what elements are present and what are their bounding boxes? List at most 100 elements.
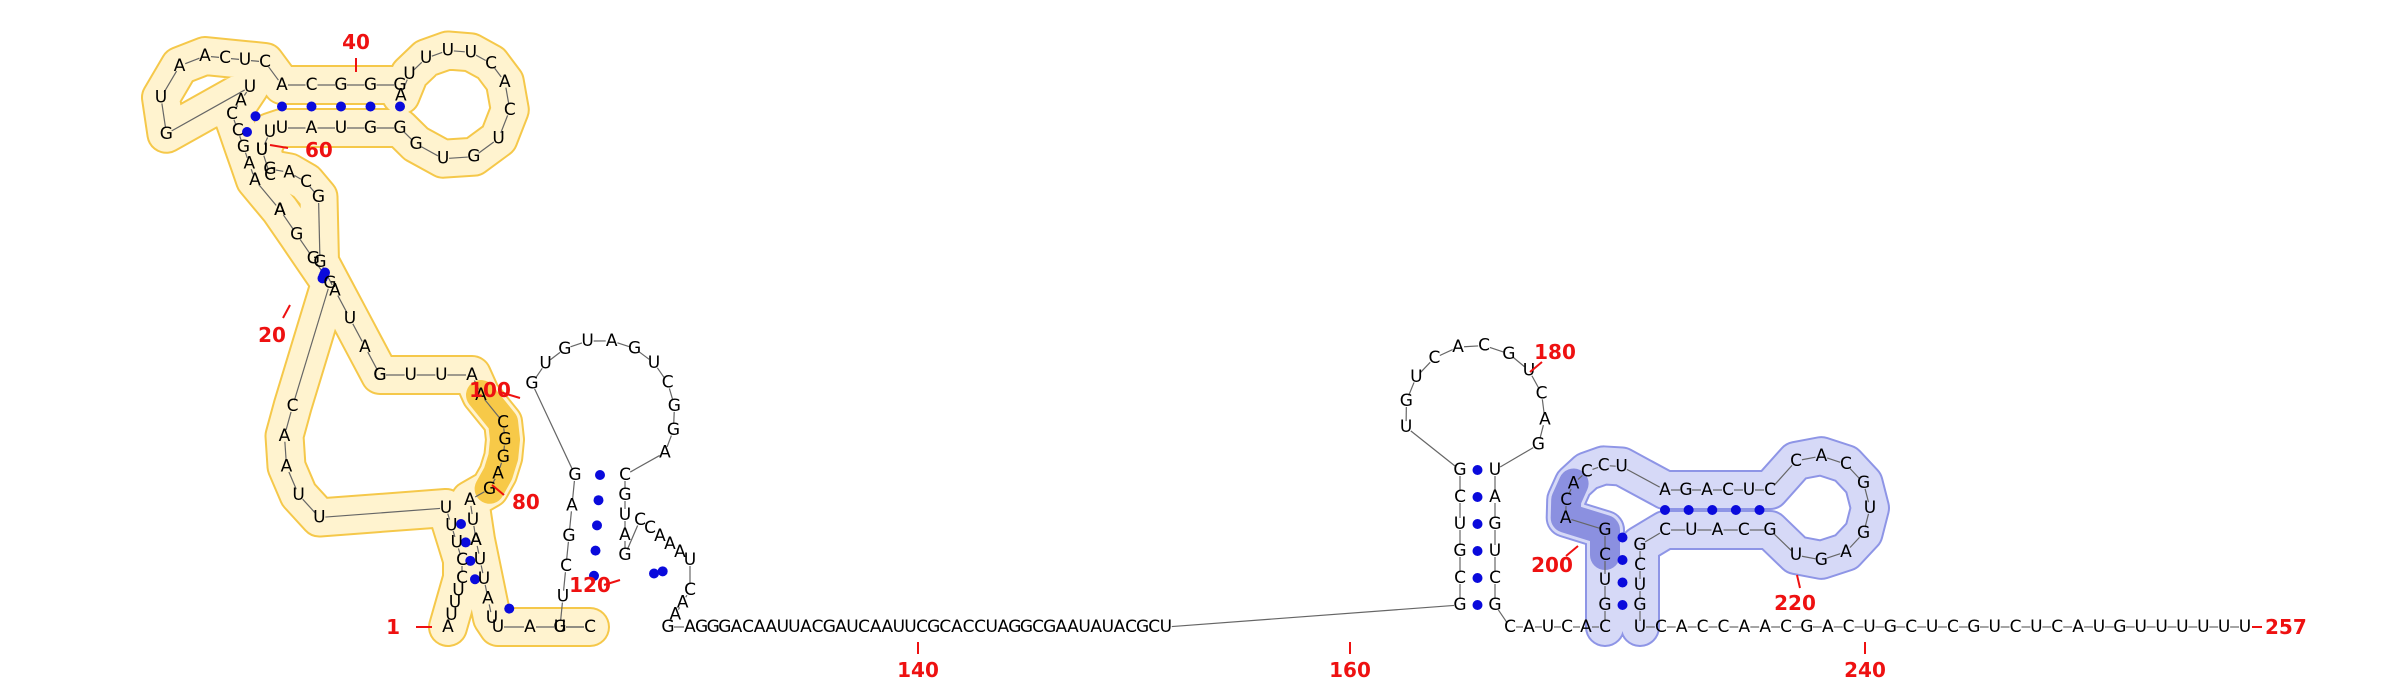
nucleotide: A [1539, 409, 1551, 429]
nucleotide: C [2051, 617, 2063, 637]
nucleotide: A [442, 617, 454, 637]
nucleotide: U [581, 331, 593, 351]
nucleotide: U [467, 510, 479, 530]
nucleotide: A [951, 617, 963, 637]
nucleotide: G [1884, 617, 1897, 637]
nucleotide: G [410, 134, 423, 154]
nucleotide: U [437, 149, 449, 169]
nucleotide: A [1822, 617, 1834, 637]
nucleotide: U [1988, 617, 2000, 637]
nucleotide: A [492, 464, 504, 484]
nucleotide: U [2093, 617, 2105, 637]
backbone-link [449, 156, 468, 159]
backbone-link [1439, 349, 1453, 357]
nucleotide: C [1634, 555, 1646, 575]
backbone-link [233, 119, 237, 126]
nucleotide: U [1685, 520, 1697, 540]
base-pair-dot [306, 101, 317, 112]
backbone-link [309, 186, 316, 193]
base-pair-dot [395, 101, 405, 112]
position-tick [1565, 545, 1579, 557]
backbone-link [452, 530, 456, 538]
nucleotide: A [619, 525, 631, 545]
nucleotide: G [313, 252, 326, 272]
position-label: 120 [569, 573, 611, 597]
nucleotide: U [619, 505, 631, 525]
nucleotide: C [1738, 520, 1750, 540]
nucleotide: G [1488, 514, 1501, 534]
backbone-link [250, 168, 254, 175]
nucleotide: C [742, 617, 754, 637]
nucleotide: U [478, 569, 490, 589]
nucleotide: C [1454, 487, 1466, 507]
backbone-link [562, 572, 567, 591]
backbone-link [325, 507, 441, 518]
nucleotide: A [470, 530, 482, 550]
nucleotide: A [654, 526, 666, 546]
nucleotide: U [2134, 617, 2146, 637]
nucleotide: G [1453, 595, 1466, 615]
nucleotide: G [718, 617, 731, 637]
backbone-link [263, 155, 269, 170]
nucleotide: C [232, 121, 244, 141]
nucleotide: A [306, 118, 318, 138]
position-tick [269, 144, 289, 149]
nucleotide: A [249, 170, 261, 190]
nucleotide: U [2218, 617, 2230, 637]
nucleotide: U [292, 485, 304, 505]
nucleotide: C [219, 48, 231, 68]
backbone-link [534, 388, 573, 470]
backbone-link [402, 79, 408, 91]
nucleotide: A [1523, 617, 1535, 637]
backbone-link [1497, 609, 1508, 623]
nucleotide: C [456, 568, 468, 588]
nucleotide: A [235, 91, 247, 111]
nucleotide: U [648, 353, 660, 373]
nucleotide: A [199, 46, 211, 66]
backbone-link [677, 607, 681, 610]
backbone-link [1568, 488, 1572, 495]
nucleotide: C [1780, 617, 1792, 637]
backbone-link [285, 411, 292, 431]
backbone-link [470, 505, 473, 515]
nucleotide: G [667, 420, 680, 440]
nucleotide: A [1114, 617, 1126, 637]
backbone-link [413, 61, 423, 71]
nucleotide: U [1400, 417, 1412, 437]
nucleotide: G [661, 617, 674, 637]
nucleotide: U [1454, 514, 1466, 534]
nucleotide: U [1634, 575, 1646, 595]
nucleotide: U [554, 617, 566, 637]
nucleotide: U [445, 605, 457, 625]
nucleotide: A [243, 154, 255, 174]
backbone-link [171, 89, 246, 132]
nucleotide: C [1599, 545, 1611, 565]
nucleotide: G [618, 485, 631, 505]
backbone-link [656, 367, 665, 379]
nucleotide: G [263, 159, 276, 179]
base-pair-dot [1472, 465, 1483, 475]
nucleotide: U [1489, 460, 1501, 480]
backbone-link [492, 478, 496, 484]
base-pair-dot [657, 566, 668, 577]
nucleotide: A [1759, 617, 1771, 637]
backbone-link [258, 184, 277, 206]
backbone-link [488, 604, 492, 613]
nucleotide: U [492, 617, 504, 637]
nucleotide: A [482, 589, 494, 609]
backbone-link [1849, 468, 1860, 480]
nucleotide: C [300, 172, 312, 192]
backbone-link [617, 342, 630, 348]
nucleotide: U [474, 550, 486, 570]
nucleotide: G [334, 75, 347, 95]
nucleotide: U [486, 608, 498, 628]
backbone-link [244, 152, 248, 159]
backbone-link [568, 511, 573, 530]
nucleotide: G [1453, 460, 1466, 480]
nucleotide: A [606, 331, 618, 351]
nucleotide: C [504, 100, 516, 120]
backbone-link [1464, 345, 1479, 348]
position-label: 100 [469, 378, 511, 402]
position-label: 257 [2265, 615, 2307, 639]
backbone-link [299, 238, 311, 255]
